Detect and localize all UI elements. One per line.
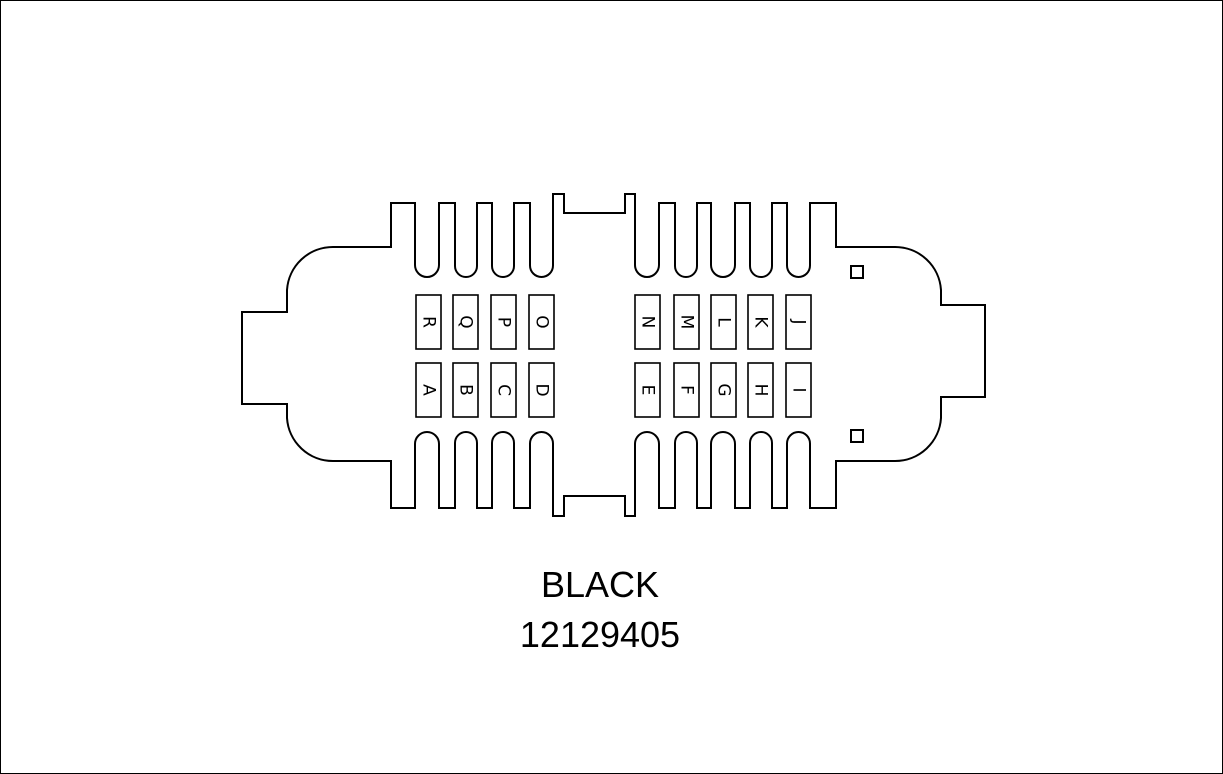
- pin-cavity-i: I: [785, 362, 812, 418]
- pin-label: K: [751, 316, 771, 328]
- pin-cavity-h: H: [747, 362, 774, 418]
- pin-label: B: [456, 384, 476, 396]
- pin-cavity-outline: [415, 362, 442, 418]
- latch-square-bottom: [850, 429, 864, 443]
- pin-label: M: [677, 315, 697, 330]
- pin-label: A: [419, 384, 439, 396]
- pin-cavity-q: Q: [452, 294, 479, 350]
- pin-label: J: [789, 318, 809, 324]
- pin-cavity-outline: [785, 362, 812, 418]
- pin-label: L: [714, 317, 734, 327]
- pin-cavity-o: O: [528, 294, 555, 350]
- pin-label: C: [494, 384, 514, 396]
- pin-cavity-outline: [634, 362, 661, 418]
- pin-cavity-outline: [452, 294, 479, 350]
- pin-label: P: [494, 317, 514, 327]
- pin-cavity-outline: [673, 294, 700, 350]
- pin-cavity-c: C: [490, 362, 517, 418]
- pin-cavity-j: J: [785, 294, 812, 350]
- pin-cavity-r: R: [415, 294, 442, 350]
- pin-label: H: [751, 384, 771, 397]
- connector-color-label: BLACK: [540, 564, 660, 605]
- pin-cavity-outline: [710, 294, 737, 350]
- pin-label: F: [677, 385, 697, 395]
- pin-cavity-outline: [528, 294, 555, 350]
- pin-cavity-l: L: [710, 294, 737, 350]
- pin-label: G: [714, 383, 734, 396]
- pin-cavity-e: E: [634, 362, 661, 418]
- pin-cavity-outline: [785, 294, 812, 350]
- connector-part-number: 12129405: [519, 614, 681, 655]
- pin-cavity-f: F: [673, 362, 700, 418]
- pin-cavity-n: N: [634, 294, 661, 350]
- latch-square-top: [850, 265, 864, 279]
- pin-cavity-b: B: [452, 362, 479, 418]
- pin-cavity-a: A: [415, 362, 442, 418]
- pin-cavity-outline: [634, 294, 661, 350]
- pin-cavity-p: P: [490, 294, 517, 350]
- pin-cavities: R Q P O N M L K J A B C D E F G H I: [415, 294, 812, 418]
- pin-cavity-outline: [490, 362, 517, 418]
- pin-label: I: [789, 387, 809, 392]
- pin-label: E: [638, 385, 658, 396]
- pin-cavity-d: D: [528, 362, 555, 418]
- pin-label: Q: [456, 315, 476, 328]
- pin-label: D: [532, 383, 552, 396]
- pin-cavity-outline: [710, 362, 737, 418]
- pin-cavity-g: G: [710, 362, 737, 418]
- pin-label: R: [419, 316, 439, 328]
- pin-cavity-outline: [452, 362, 479, 418]
- pin-cavity-outline: [415, 294, 442, 350]
- pin-cavity-outline: [490, 294, 517, 350]
- pin-label: N: [638, 316, 658, 329]
- pin-cavity-outline: [528, 362, 555, 418]
- pin-cavity-k: K: [747, 294, 774, 350]
- pin-cavity-outline: [673, 362, 700, 418]
- pin-cavity-outline: [747, 294, 774, 350]
- pin-label: O: [532, 315, 552, 328]
- pin-cavity-m: M: [673, 294, 700, 350]
- connector-housing-outline: [241, 193, 986, 517]
- pin-cavity-outline: [747, 362, 774, 418]
